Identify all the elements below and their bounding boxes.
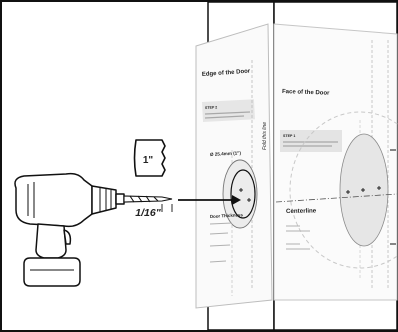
thickness-detail-line: [209, 222, 233, 225]
centerline-line: [275, 193, 398, 203]
face-step-label: STEP 1: [283, 134, 295, 138]
bit-size-badge-label: 1": [143, 155, 154, 166]
edge-panel-title: Edge of the Door: [202, 69, 251, 78]
face-panel-title: Face of the Door: [282, 89, 330, 97]
thickness-detail-line: [209, 232, 229, 235]
edge-diameter-label: Ø 25.4mm (1"): [210, 150, 242, 157]
drill-bit-icon: [123, 195, 173, 203]
edge-hole-outline: [222, 159, 258, 229]
edge-step-text-line: [204, 115, 245, 119]
thickness-detail-line: [209, 260, 227, 263]
edge-step-label: STEP 2: [205, 105, 218, 110]
face-of-door-panel: Face of the Door STEP 1 Centerline: [273, 1, 398, 331]
power-drill-icon: [14, 172, 125, 287]
drill-gap-label: 1/16": [135, 207, 161, 219]
edge-step-text-line: [204, 111, 251, 115]
edge-hole-target: [230, 169, 256, 219]
gap-dimension: [161, 204, 173, 212]
hole-saw-bit-icon: 1": [133, 139, 166, 177]
face-bore-guide: [289, 111, 398, 269]
face-crosshair: [346, 186, 381, 194]
arrow-right-icon: [178, 195, 241, 205]
fold-line-label: Fold this line: [262, 122, 268, 150]
edge-step-box: [201, 99, 255, 122]
edge-of-door-panel: Edge of the Door STEP 2 Fold this line Ø…: [195, 1, 275, 331]
centerline-label: Centerline: [286, 207, 317, 215]
door-thickness-label: Door Thickness: [210, 212, 244, 219]
thickness-detail-line: [209, 244, 231, 247]
